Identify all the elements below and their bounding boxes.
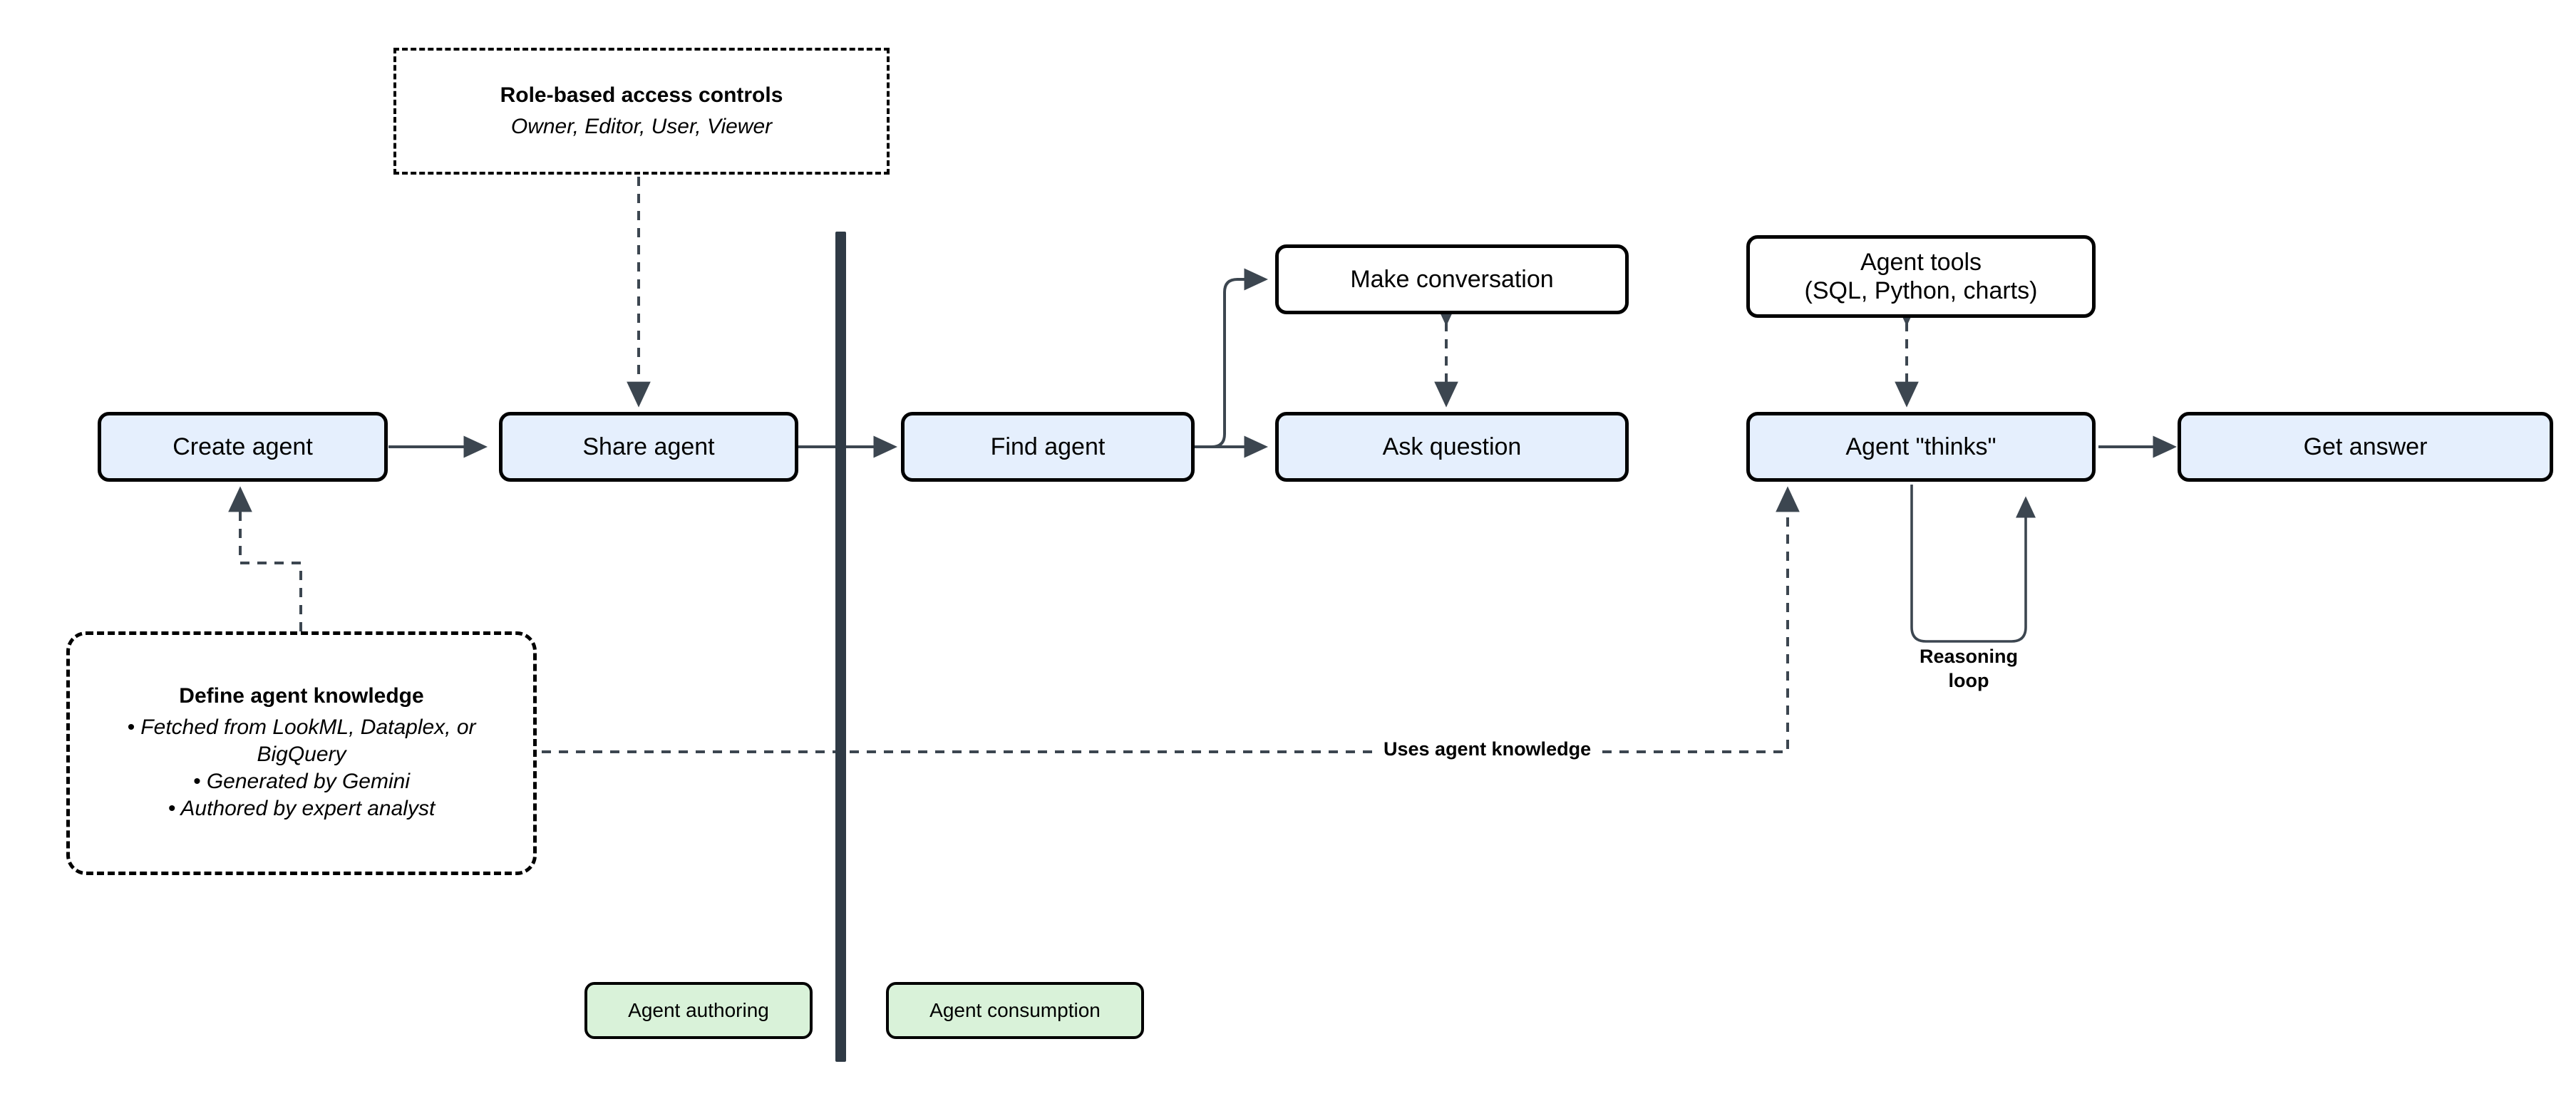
edge-find-to-conversation bbox=[1195, 268, 1268, 448]
node-agent-tools-label-line1: Agent tools bbox=[1860, 248, 1982, 276]
knowledge-note-bullet-2: • Authored by expert analyst bbox=[168, 796, 436, 820]
legend-agent-consumption-label: Agent consumption bbox=[929, 999, 1101, 1022]
node-create-agent-label: Create agent bbox=[172, 433, 313, 460]
section-divider bbox=[835, 232, 846, 1062]
knowledge-note: Define agent knowledge • Fetched from Lo… bbox=[66, 631, 537, 875]
legend-agent-consumption[interactable]: Agent consumption bbox=[886, 982, 1144, 1039]
node-share-agent-label: Share agent bbox=[582, 433, 715, 460]
node-create-agent[interactable]: Create agent bbox=[98, 412, 388, 482]
node-find-agent[interactable]: Find agent bbox=[901, 412, 1195, 482]
knowledge-note-bullet-1: • Generated by Gemini bbox=[193, 770, 410, 793]
knowledge-note-title: Define agent knowledge bbox=[179, 684, 424, 708]
node-ask-question-label: Ask question bbox=[1382, 433, 1522, 460]
reasoning-loop-label-line1: Reasoning bbox=[1919, 646, 2019, 667]
edge-uses-agent-knowledge bbox=[542, 486, 1800, 753]
node-ask-question[interactable]: Ask question bbox=[1275, 412, 1629, 482]
node-get-answer[interactable]: Get answer bbox=[2178, 412, 2553, 482]
node-agent-thinks[interactable]: Agent "thinks" bbox=[1746, 412, 2096, 482]
node-agent-tools[interactable]: Agent tools (SQL, Python, charts) bbox=[1746, 235, 2096, 318]
node-agent-tools-label-line2: (SQL, Python, charts) bbox=[1804, 277, 2038, 304]
legend-agent-authoring-label: Agent authoring bbox=[628, 999, 769, 1022]
node-share-agent[interactable]: Share agent bbox=[499, 412, 798, 482]
rbac-note: Role-based access controls Owner, Editor… bbox=[393, 48, 890, 175]
node-get-answer-label: Get answer bbox=[2303, 433, 2428, 460]
node-make-conversation[interactable]: Make conversation bbox=[1275, 244, 1629, 314]
edge-reasoning-loop bbox=[1910, 485, 2036, 643]
legend-agent-authoring[interactable]: Agent authoring bbox=[584, 982, 813, 1039]
node-agent-thinks-label: Agent "thinks" bbox=[1845, 433, 1997, 460]
rbac-note-subtitle: Owner, Editor, User, Viewer bbox=[510, 115, 773, 138]
node-make-conversation-label: Make conversation bbox=[1350, 265, 1554, 293]
reasoning-loop-label-line2: loop bbox=[1948, 669, 1989, 691]
knowledge-note-bullet-0: • Fetched from LookML, Dataplex, or BigQ… bbox=[127, 715, 476, 767]
reasoning-loop-label: Reasoning loop bbox=[1883, 645, 2054, 693]
uses-agent-knowledge-label: Uses agent knowledge bbox=[1379, 738, 1596, 760]
node-find-agent-label: Find agent bbox=[990, 433, 1106, 460]
rbac-note-title: Role-based access controls bbox=[500, 83, 783, 107]
